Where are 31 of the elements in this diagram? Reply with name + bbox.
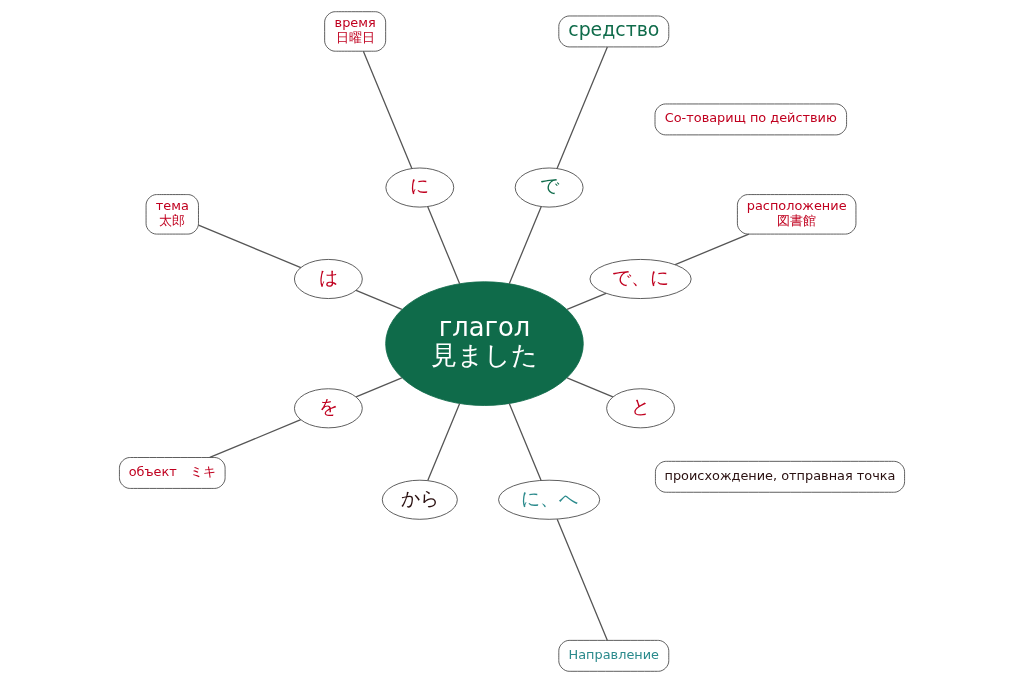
connector [427,206,461,285]
node-ellipse: で、に [589,259,692,299]
node-box: Со-товарищ по действию [654,103,847,136]
node-box: расположение 図書館 [736,194,857,235]
node-ellipse: から [381,479,458,520]
connector [508,206,542,285]
node-box: тема 太郎 [145,194,199,235]
connector [556,518,609,642]
node-ellipse: は [294,259,363,299]
connector [355,377,403,398]
connector [197,224,302,269]
node-box: происхождение, отправная точка [655,460,905,493]
node-ellipse: に [385,167,455,208]
connector [674,233,750,266]
connector [362,50,413,170]
connector [566,377,614,398]
connector [427,402,461,482]
node-box: время 日曜日 [324,11,387,52]
node-ellipse: を [294,388,363,429]
connector [355,289,403,311]
node-box: средство [558,15,670,48]
node-ellipse: に、へ [498,479,601,520]
connector [566,292,607,311]
connector [508,402,542,481]
node-box: объект ミキ [119,457,226,489]
node-ellipse: と [606,388,675,429]
connector [209,419,302,459]
connector [556,46,608,170]
node-ellipse: で [514,167,584,208]
node-box: Направление [558,639,670,672]
node-ellipse: глагол 見ました [385,281,584,406]
